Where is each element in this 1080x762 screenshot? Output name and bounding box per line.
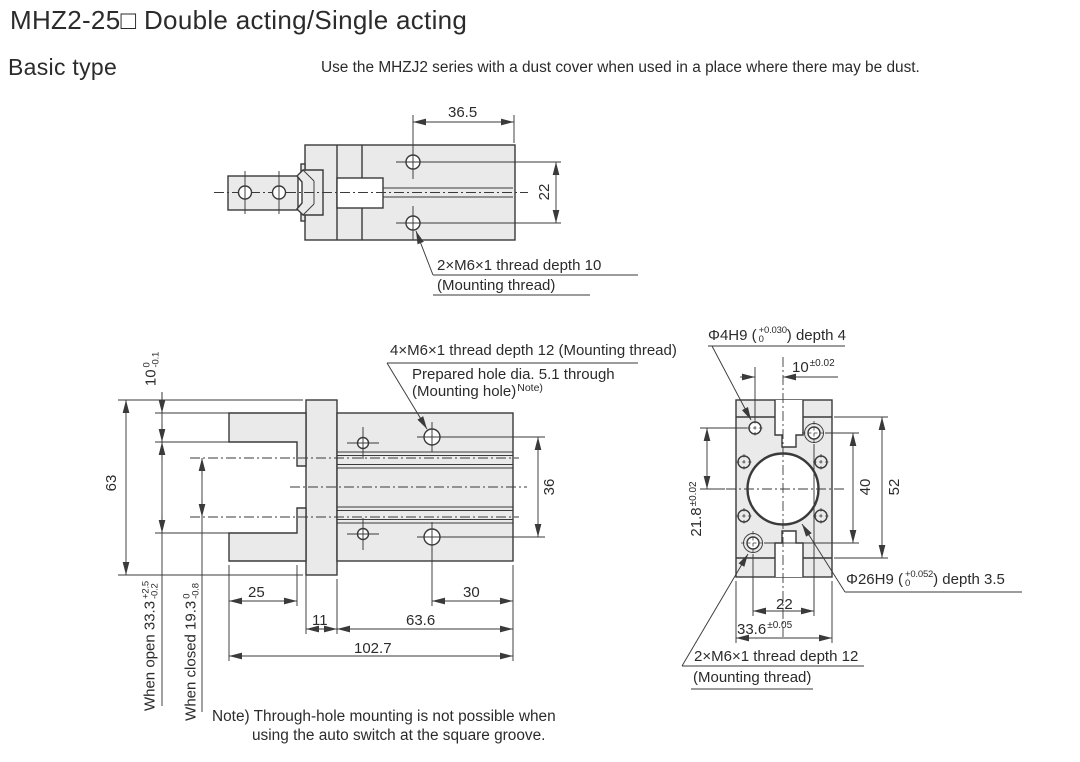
end-dim-33-6: 33.6 ±0.05 [737, 619, 793, 638]
end-dim-10: 10 ±0.02 [792, 357, 835, 376]
front-prepared-hole-line2: (Mounting hole) Note) [412, 381, 543, 400]
side-finger-attachment [227, 175, 299, 211]
side-thread-callout-line2: (Mounting thread) [437, 277, 556, 294]
front-view-drawing [118, 362, 638, 712]
page-subtitle: Basic type [8, 54, 118, 80]
tolerance-stack: 0 -0.8 [181, 583, 202, 599]
footnote-line1: Note) Through-hole mounting is not possi… [212, 708, 556, 725]
side-piston-rod [336, 177, 384, 209]
front-prepared-hole-line1: Prepared hole dia. 5.1 through [412, 366, 615, 383]
front-mounting-thread-callout: 4×M6×1 thread depth 12 (Mounting thread) [390, 342, 677, 359]
end-thread-callout-line2: (Mounting thread) [693, 669, 812, 686]
tolerance-stack: +2.5 -0.2 [140, 580, 161, 599]
front-dim-25: 25 [248, 584, 265, 601]
tolerance-stack: +0.052 0 [905, 569, 934, 589]
note-reference: Note) [517, 381, 543, 394]
end-bore-callout: Φ26H9 ( +0.052 0 ) depth 3.5 [846, 569, 1005, 589]
page-title: MHZ2-25□ Double acting/Single acting [10, 5, 468, 35]
front-dim-11: 11 [312, 612, 328, 629]
end-centerlines [726, 357, 846, 638]
end-pin-hole-callout: Φ4H9 ( +0.030 0 ) depth 4 [708, 325, 846, 345]
tolerance-stack: 0 -0.1 [141, 351, 162, 368]
footnote-line2: using the auto switch at the square groo… [252, 727, 546, 744]
end-sensor-slot-top [774, 400, 804, 448]
front-dim-102-7: 102.7 [354, 640, 392, 657]
tolerance-stack: +0.030 0 [758, 325, 787, 345]
dust-cover-note: Use the MHZJ2 series with a dust cover w… [321, 59, 920, 76]
front-flange [305, 399, 338, 576]
end-view-drawing [681, 345, 1022, 690]
end-corner-grooves [736, 454, 829, 524]
end-dim-22: 22 [776, 596, 793, 613]
front-finger-bottom [228, 507, 307, 562]
side-view-drawing [214, 115, 638, 296]
side-thread-callout-line1: 2×M6×1 thread depth 10 [437, 257, 602, 274]
front-dim-30: 30 [463, 584, 480, 601]
side-dim-36-5: 36.5 [448, 104, 478, 121]
auto-switch-grooves [337, 451, 513, 524]
end-thread-callout-line1: 2×M6×1 thread depth 12 [694, 648, 859, 665]
front-dim-63-6: 63.6 [406, 612, 436, 629]
